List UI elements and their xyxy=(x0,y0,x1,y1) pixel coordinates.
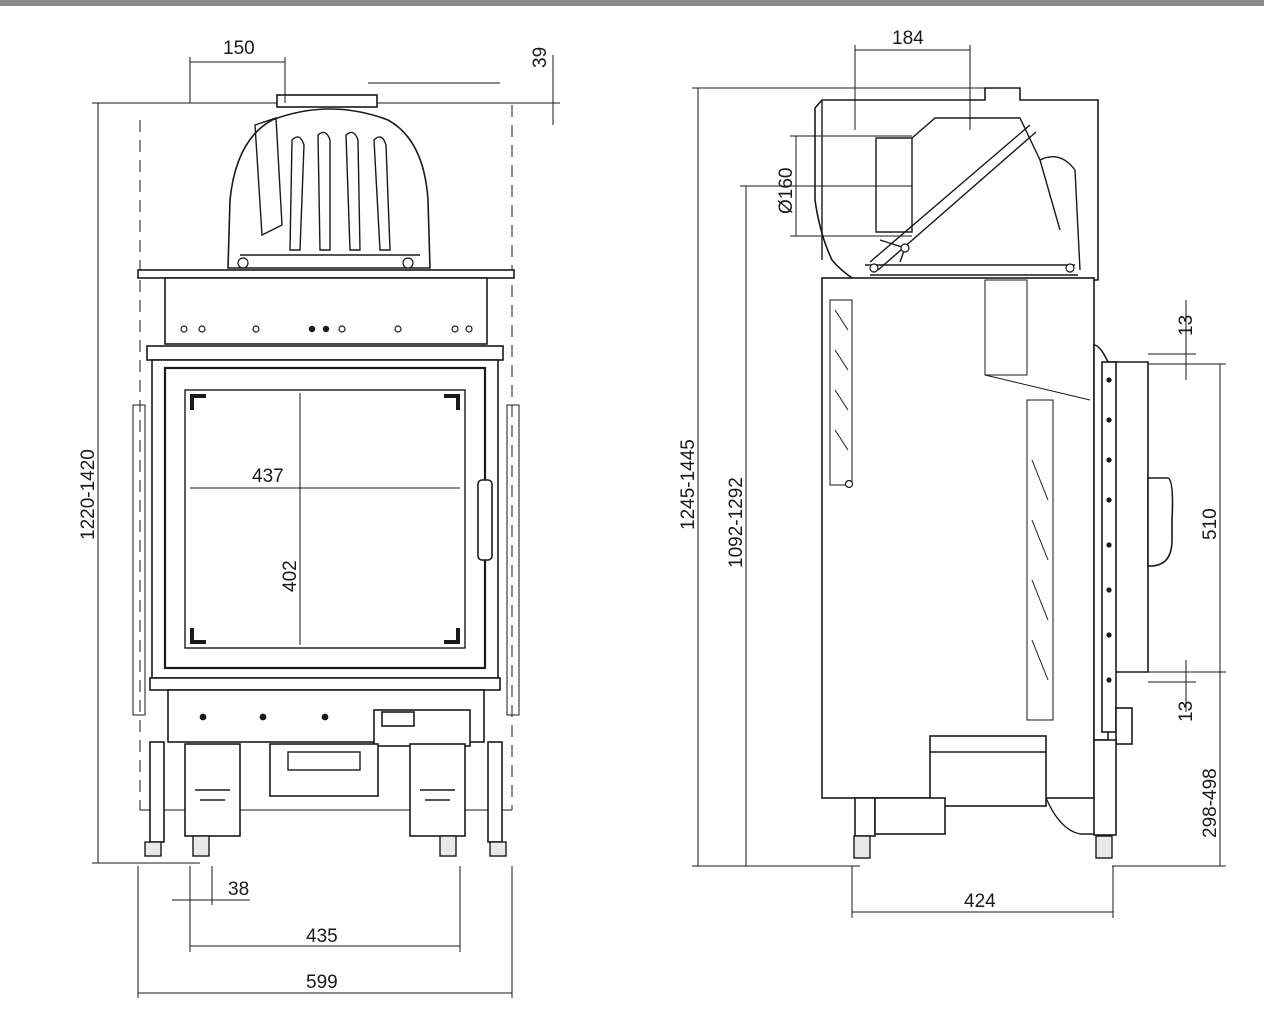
dim-side-door-height: 510 xyxy=(1200,508,1221,540)
dim-front-glass-height: 402 xyxy=(280,560,301,592)
front-view: 150 39 1220-1420 437 402 38 435 xyxy=(78,38,560,998)
side-convection-housing xyxy=(814,87,1099,281)
dim-front-glass-width: 437 xyxy=(252,466,284,487)
front-top-band xyxy=(137,269,515,345)
front-dimensions: 150 39 1220-1420 437 402 38 435 xyxy=(78,38,560,998)
dim-front-foot-width: 38 xyxy=(228,879,249,900)
dim-front-overall-width: 599 xyxy=(306,972,338,993)
dim-side-depth: 424 xyxy=(964,891,996,912)
front-base xyxy=(144,677,507,857)
side-main-body xyxy=(821,277,1095,807)
side-dimensions: 184 Ø160 1245-1445 1092-1292 13 510 xyxy=(678,28,1226,918)
dim-front-overall-height: 1220-1420 xyxy=(78,449,99,540)
dim-side-flue-offset: 184 xyxy=(892,28,924,49)
dim-front-foot-spacing: 435 xyxy=(306,926,338,947)
top-border-bar xyxy=(0,0,1264,6)
dim-side-door-base-height: 298-498 xyxy=(1200,768,1221,838)
dim-front-top-height: 39 xyxy=(530,47,551,68)
dim-side-door-gap-top: 13 xyxy=(1176,315,1197,336)
front-door xyxy=(146,345,504,679)
side-view: 184 Ø160 1245-1445 1092-1292 13 510 xyxy=(678,28,1226,918)
front-convection-hood xyxy=(227,94,431,269)
side-feet xyxy=(853,797,1113,859)
dim-side-door-gap-bottom: 13 xyxy=(1176,701,1197,722)
dim-side-overall-height: 1245-1445 xyxy=(678,439,699,530)
dim-side-flue-diameter: Ø160 xyxy=(776,168,797,214)
dim-front-flue-offset: 150 xyxy=(223,38,255,59)
side-door xyxy=(1093,344,1174,836)
dim-side-collar-height: 1092-1292 xyxy=(726,477,747,568)
